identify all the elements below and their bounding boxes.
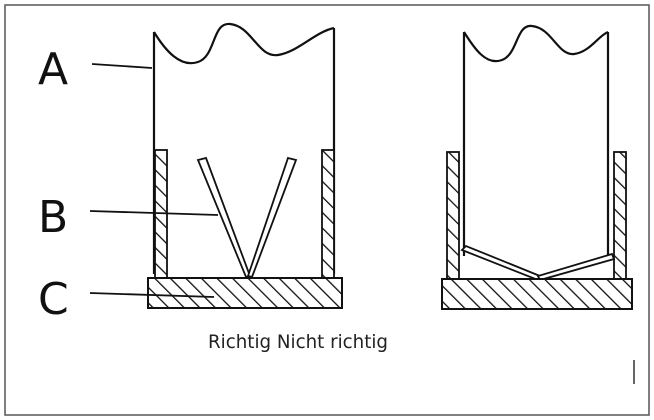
bag-a-left [153,22,335,65]
correct-assembly [147,22,343,309]
incorrect-assembly [441,24,633,310]
bag-a-right [463,24,609,63]
side-wall-left-b [321,149,335,281]
base-c-left [147,277,343,309]
leader-line-c [89,292,215,298]
caption: Richtig Nicht richtig [208,331,388,353]
leader-line-b [89,210,219,216]
side-wall-right-b [613,151,627,281]
label-c: C [38,274,69,325]
side-wall-left-a [154,149,168,281]
label-a: A [38,44,68,95]
side-wall-right-a [446,151,460,281]
base-c-right [441,278,633,310]
label-b: B [38,192,68,243]
leader-line-a [91,63,153,69]
